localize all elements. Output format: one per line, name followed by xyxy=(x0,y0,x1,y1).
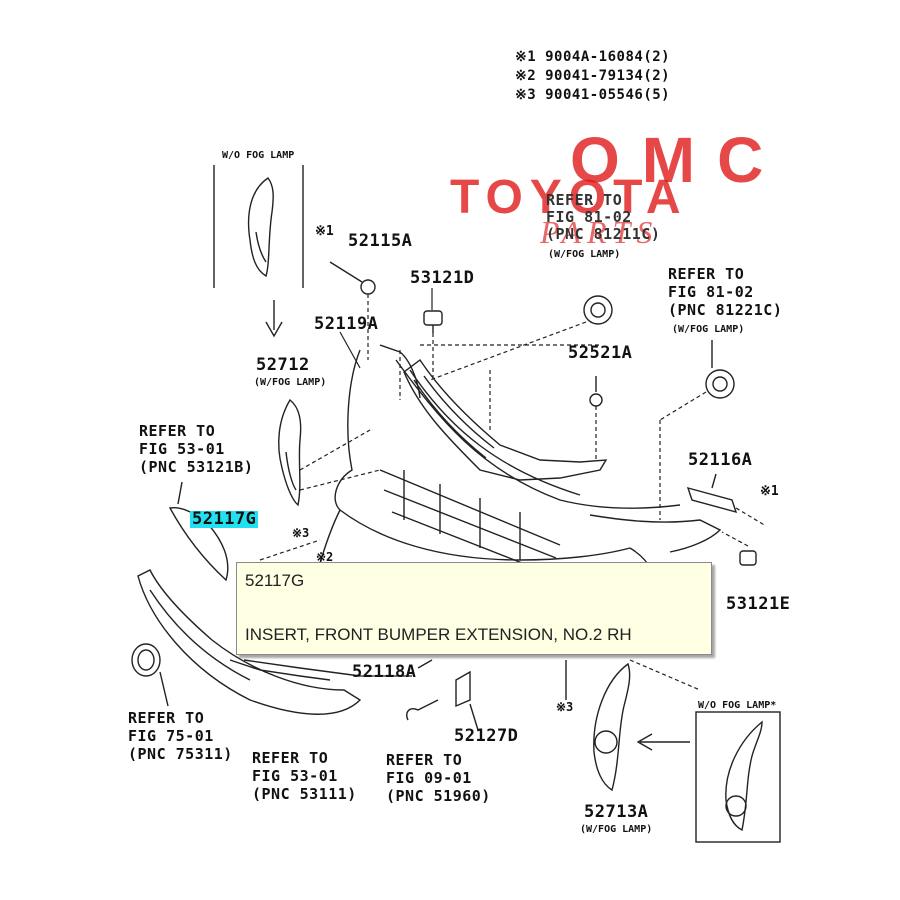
part-tooltip: 52117G INSERT, FRONT BUMPER EXTENSION, N… xyxy=(236,562,712,655)
label-wo-fog-lamp-top: W/O FOG LAMP xyxy=(222,150,295,161)
ref-81-02-top-line2: FIG 81-02 xyxy=(546,208,632,226)
ref-81-02-right-line1: REFER TO xyxy=(668,265,745,283)
ref-09-01-line3: (PNC 51960) xyxy=(386,787,491,805)
ref-53-01-bottom-line2: FIG 53-01 xyxy=(252,767,338,785)
part-52118A[interactable]: 52118A xyxy=(352,662,417,682)
ref-81-02-right-line3: (PNC 81221C) xyxy=(668,301,783,319)
ref-75-01-line2: FIG 75-01 xyxy=(128,727,214,745)
part-53121D[interactable]: 53121D xyxy=(410,268,475,288)
watermark-parts: PARTS xyxy=(540,214,659,250)
ref-75-01-line1: REFER TO xyxy=(128,709,205,727)
fastener-note-mark: ※1 xyxy=(515,49,537,65)
label-w-fog-lamp-top: (W/FOG LAMP) xyxy=(548,249,621,260)
label-mark3-a: ※3 xyxy=(292,526,310,540)
ref-09-01-line1: REFER TO xyxy=(386,751,463,769)
fastener-note-part: 90041-05546(5) xyxy=(545,87,671,103)
label-mark1-right: ※1 xyxy=(760,484,779,499)
fastener-note-3: ※3 90041-05546(5) xyxy=(515,86,670,104)
ref-53-01-bottom-line1: REFER TO xyxy=(252,749,329,767)
tooltip-part-number: 52117G xyxy=(245,571,305,590)
part-52713A[interactable]: 52713A xyxy=(584,802,649,822)
watermark-brand: OMC xyxy=(570,124,786,196)
ref-81-02-top-line3: (PNC 81211C) xyxy=(546,225,661,243)
fastener-note-part: 90041-79134(2) xyxy=(545,68,671,84)
fastener-note-2: ※2 90041-79134(2) xyxy=(515,67,670,85)
watermark-toyota: TOYOTA xyxy=(450,171,688,224)
tooltip-description: INSERT, FRONT BUMPER EXTENSION, NO.2 RH xyxy=(245,625,632,644)
ref-09-01-line2: FIG 09-01 xyxy=(386,769,472,787)
label-mark3-b: ※3 xyxy=(556,700,574,714)
label-w-fog-lamp-52713A: (W/FOG LAMP) xyxy=(580,824,653,835)
part-53121E[interactable]: 53121E xyxy=(726,594,791,614)
fastener-note-part: 9004A-16084(2) xyxy=(545,49,671,65)
part-52115A[interactable]: 52115A xyxy=(348,231,413,251)
label-mark1-left: ※1 xyxy=(315,224,334,239)
label-w-fog-lamp-52712: (W/FOG LAMP) xyxy=(254,377,327,388)
ref-53-01-left-line1: REFER TO xyxy=(139,422,216,440)
fastener-note-1: ※1 9004A-16084(2) xyxy=(515,48,670,66)
part-52116A[interactable]: 52116A xyxy=(688,450,753,470)
ref-53-01-left-line2: FIG 53-01 xyxy=(139,440,225,458)
ref-75-01-line3: (PNC 75311) xyxy=(128,745,233,763)
label-w-fog-lamp-right: (W/FOG LAMP) xyxy=(672,324,745,335)
label-mark2-a: ※2 xyxy=(316,550,334,564)
label-wo-fog-lamp-bottom: W/O FOG LAMP* xyxy=(698,700,777,711)
part-52117G-highlighted[interactable]: 52117G xyxy=(190,509,259,529)
part-52712[interactable]: 52712 xyxy=(256,355,310,375)
part-52521A[interactable]: 52521A xyxy=(568,343,633,363)
fastener-note-mark: ※3 xyxy=(515,87,537,103)
ref-81-02-top-line1: REFER TO xyxy=(546,191,623,209)
ref-53-01-left-line3: (PNC 53121B) xyxy=(139,458,254,476)
part-52119A[interactable]: 52119A xyxy=(314,314,379,334)
ref-81-02-right-line2: FIG 81-02 xyxy=(668,283,754,301)
fastener-note-mark: ※2 xyxy=(515,68,537,84)
ref-53-01-bottom-line3: (PNC 53111) xyxy=(252,785,357,803)
part-52127D[interactable]: 52127D xyxy=(454,726,519,746)
